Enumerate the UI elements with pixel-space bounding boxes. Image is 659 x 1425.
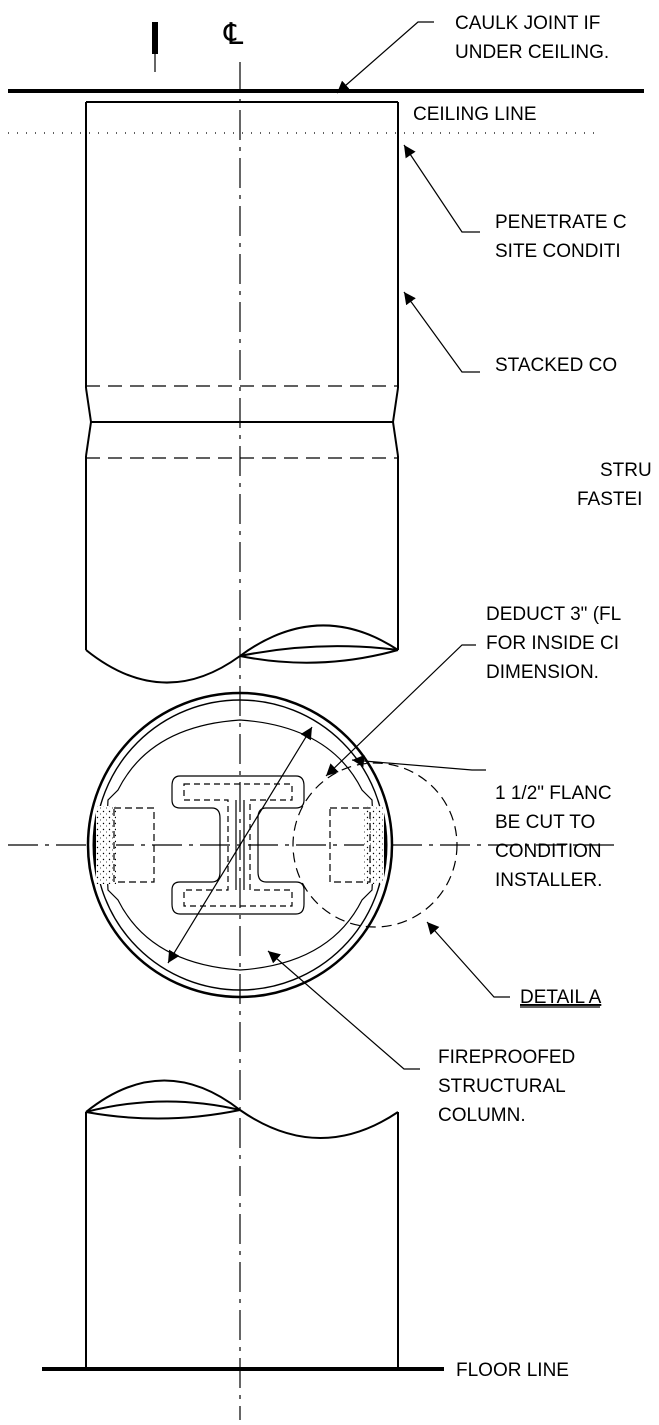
lower-column-cover [85,1079,399,1368]
break-mark [152,22,158,54]
flange-label-line3: CONDITION [495,841,602,862]
penetrate-label-line1: PENETRATE C [495,212,627,233]
fireproofing-outline [105,719,375,971]
column-plan-view [8,691,620,999]
top-markers: ℄ [152,18,243,72]
fastei-label: FASTEI [577,489,642,510]
fireproofed-label-line2: STRUCTURAL [438,1076,566,1097]
deduct-label-line1: DEDUCT 3" (FL [486,604,621,625]
flange-label-line2: BE CUT TO [495,812,595,833]
leaders [267,21,510,1070]
stru-label: STRU [600,460,652,481]
upper-column-cover [85,101,399,684]
fireproofed-label-line1: FIREPROOFED [438,1047,575,1068]
deduct-label-line3: DIMENSION. [486,662,599,683]
detail-a-label: DETAIL A [520,987,602,1008]
deduct-label-line2: FOR INSIDE CI [486,633,619,654]
caulk-joint-label-line2: UNDER CEILING. [455,42,609,63]
caulk-joint-label-line1: CAULK JOINT IF [455,13,600,34]
flange-label-line4: INSTALLER. [495,870,602,891]
fireproofed-label-line3: COLUMN. [438,1105,526,1126]
stacked-label: STACKED CO [495,355,617,376]
ceiling-line-label: CEILING LINE [413,104,537,125]
flange-label-line1: 1 1/2" FLANC [495,783,612,804]
centerline-symbol: ℄ [223,18,243,51]
floor-line-label: FLOOR LINE [456,1360,569,1381]
annotations: CAULK JOINT IF UNDER CEILING. CEILING LI… [413,13,652,1381]
column-cover-outer [86,691,394,999]
penetrate-label-line2: SITE CONDITI [495,241,621,262]
